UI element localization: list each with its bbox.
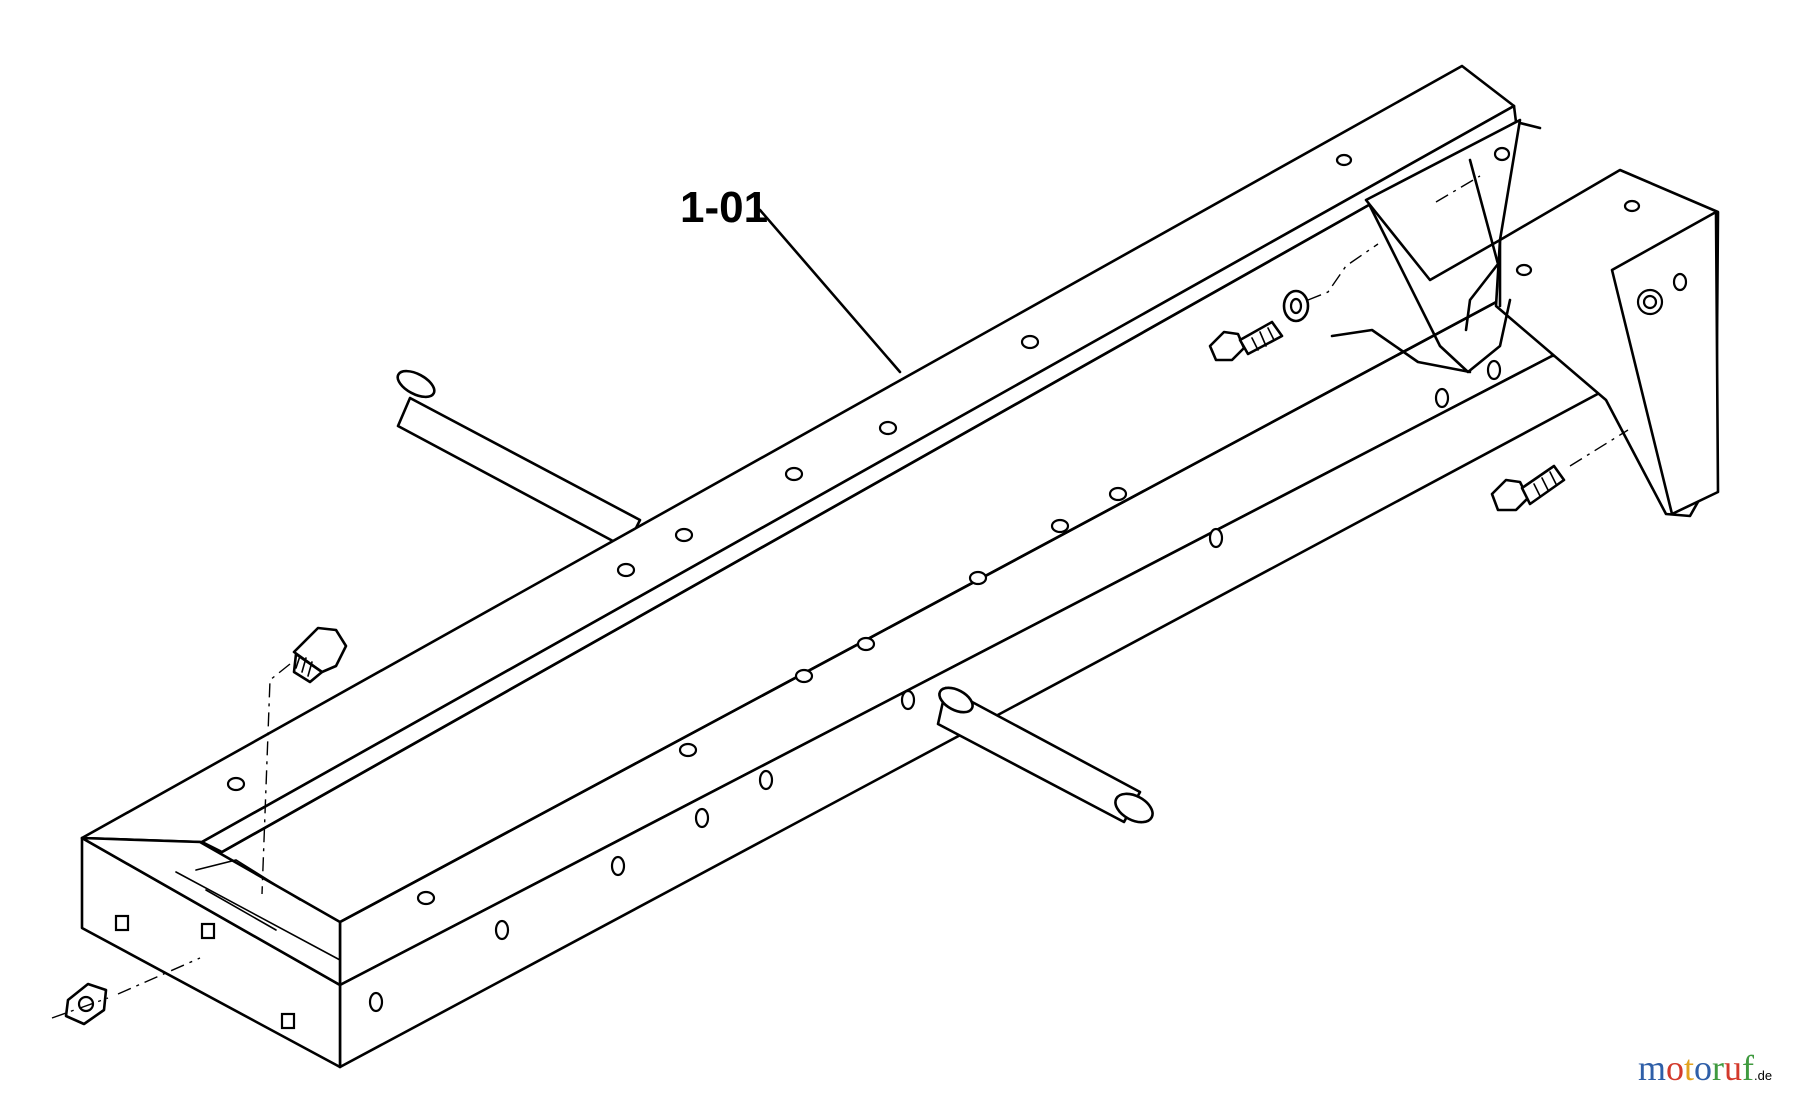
assembly-line-rear-bolt [261,663,291,895]
front-bolt [1490,464,1566,512]
lock-washer [1282,289,1310,323]
watermark-letter: o [1666,1048,1685,1088]
assembly-line-rear-nut [51,957,201,1019]
watermark-letter: o [1694,1048,1713,1088]
watermark-letter: t [1684,1048,1695,1088]
callout-label: 1-01 [680,183,768,232]
frame-front-bracket [1330,118,1720,518]
carriage-bolt [292,626,348,684]
watermark-letter: f [1742,1048,1755,1088]
watermark-letter: u [1724,1048,1743,1088]
front-cross-rod [936,686,1154,824]
rear-cross-rod [396,369,642,550]
watermark-letter: m [1638,1048,1667,1088]
callout-1-01: 1-01 [680,183,902,374]
rear-nut [64,982,108,1026]
assembly-line-bracket-bolt [1307,175,1481,301]
watermark-suffix: .de [1754,1068,1773,1083]
watermark-letter: r [1712,1048,1725,1088]
assembly-line-front-bolt [1569,429,1629,467]
near-rail-holes [368,272,1688,1013]
far-rail-holes [226,146,1641,792]
bracket-bolt [1208,320,1284,362]
rear-member-square-holes [114,914,296,1030]
watermark-logo: motoruf.de [1638,1050,1772,1094]
callout-leader-line [758,208,902,374]
frame-rear-crossmember [80,836,342,1069]
